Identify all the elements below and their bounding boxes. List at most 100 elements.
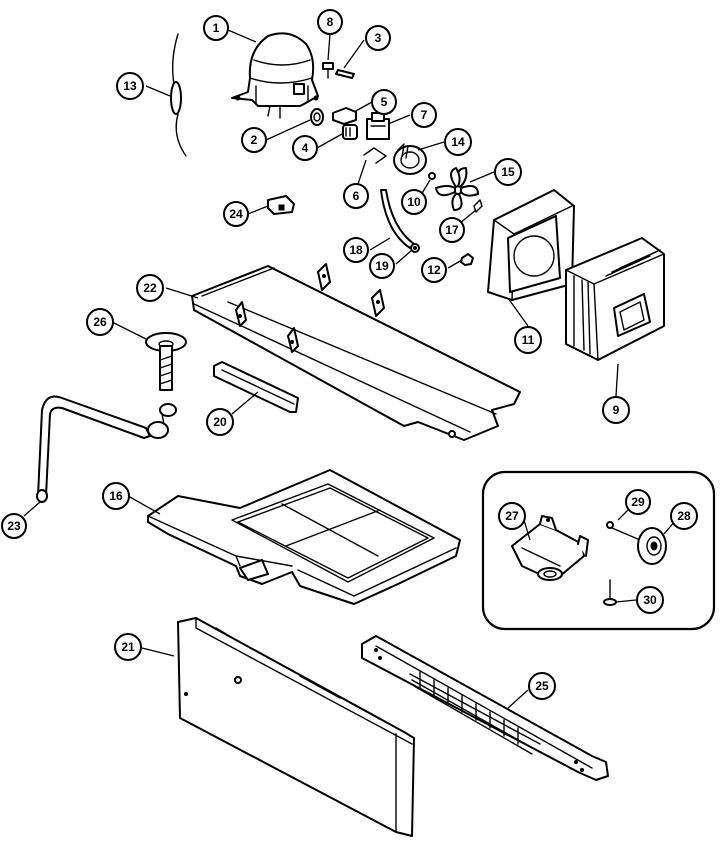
leader-5 bbox=[353, 101, 373, 113]
leader-27 bbox=[523, 519, 531, 541]
leader-13 bbox=[145, 85, 171, 97]
switch-part-24 bbox=[267, 195, 295, 215]
svg-text:23: 23 bbox=[7, 519, 21, 533]
svg-text:16: 16 bbox=[109, 489, 123, 503]
leader-20 bbox=[231, 391, 259, 415]
drain-pan-part bbox=[147, 469, 461, 605]
leader-8 bbox=[327, 33, 331, 61]
svg-text:20: 20 bbox=[213, 415, 227, 429]
nut-part-12 bbox=[460, 253, 474, 266]
fan-shroud-part bbox=[487, 189, 575, 301]
leader-2 bbox=[265, 119, 311, 141]
svg-text:18: 18 bbox=[349, 243, 363, 257]
leader-9 bbox=[615, 363, 619, 397]
fan-blade-part bbox=[435, 167, 479, 211]
damper-control-part bbox=[511, 515, 589, 581]
channel-part-20 bbox=[213, 361, 299, 413]
leader-12 bbox=[447, 259, 463, 269]
svg-text:17: 17 bbox=[445, 223, 459, 237]
kick-panel-part bbox=[177, 617, 415, 837]
svg-text:15: 15 bbox=[501, 165, 515, 179]
callout-16: 16 bbox=[102, 482, 130, 510]
callout-1: 1 bbox=[203, 15, 229, 41]
leader-25 bbox=[507, 689, 529, 709]
leader-23 bbox=[23, 501, 41, 517]
leader-3 bbox=[343, 39, 365, 69]
callout-19: 19 bbox=[369, 253, 395, 279]
screw-part-29 bbox=[606, 521, 641, 541]
leader-30 bbox=[615, 599, 637, 603]
callout-6: 6 bbox=[343, 183, 369, 209]
svg-text:30: 30 bbox=[643, 593, 657, 607]
callout-29: 29 bbox=[625, 489, 651, 515]
pin-part-3 bbox=[335, 69, 355, 79]
callout-4: 4 bbox=[292, 135, 318, 161]
drain-funnel-part bbox=[145, 332, 187, 391]
callout-12: 12 bbox=[421, 257, 447, 283]
callout-8: 8 bbox=[317, 9, 343, 35]
callout-18: 18 bbox=[343, 237, 369, 263]
svg-text:10: 10 bbox=[407, 195, 421, 209]
insulation-block-part bbox=[565, 237, 665, 361]
callout-14: 14 bbox=[444, 128, 472, 156]
svg-text:21: 21 bbox=[121, 640, 135, 654]
svg-text:25: 25 bbox=[535, 679, 549, 693]
callout-26: 26 bbox=[86, 308, 114, 336]
overload-part-4 bbox=[342, 124, 358, 140]
svg-text:28: 28 bbox=[677, 509, 691, 523]
leader-4 bbox=[316, 133, 343, 149]
leader-16 bbox=[127, 495, 161, 515]
base-pan-part bbox=[191, 263, 521, 441]
svg-text:29: 29 bbox=[631, 495, 645, 509]
callout-20: 20 bbox=[206, 408, 234, 436]
compressor-part bbox=[231, 32, 319, 119]
screw-part-8 bbox=[322, 62, 334, 79]
svg-text:4: 4 bbox=[302, 141, 309, 155]
svg-text:19: 19 bbox=[375, 259, 389, 273]
callout-21: 21 bbox=[114, 633, 142, 661]
drier-part bbox=[170, 33, 187, 157]
callout-9: 9 bbox=[602, 396, 630, 424]
svg-text:7: 7 bbox=[421, 108, 428, 122]
svg-text:11: 11 bbox=[522, 333, 535, 347]
leader-1 bbox=[227, 29, 257, 43]
relay-part-7 bbox=[366, 112, 390, 140]
nut-part-19 bbox=[410, 243, 420, 253]
callout-15: 15 bbox=[494, 158, 522, 186]
leader-14 bbox=[417, 141, 445, 151]
callout-2: 2 bbox=[241, 127, 267, 153]
svg-text:24: 24 bbox=[229, 207, 243, 221]
callout-30: 30 bbox=[636, 586, 664, 614]
callout-22: 22 bbox=[136, 274, 164, 302]
clip-part-5 bbox=[332, 107, 357, 125]
svg-text:27: 27 bbox=[505, 509, 519, 523]
grommet-part-2 bbox=[310, 108, 324, 126]
callout-27: 27 bbox=[498, 502, 526, 530]
leader-11 bbox=[507, 297, 529, 327]
knob-part-28 bbox=[637, 527, 667, 565]
leader-15 bbox=[469, 171, 495, 183]
svg-text:6: 6 bbox=[353, 189, 360, 203]
svg-text:22: 22 bbox=[143, 281, 157, 295]
leader-18 bbox=[369, 237, 391, 251]
callout-11: 11 bbox=[514, 326, 542, 354]
svg-text:13: 13 bbox=[123, 79, 137, 93]
leader-24 bbox=[247, 205, 269, 215]
grille-rail-part bbox=[361, 635, 609, 781]
svg-text:14: 14 bbox=[451, 135, 465, 149]
wire-clip-part-6 bbox=[363, 147, 387, 164]
callout-5: 5 bbox=[371, 89, 397, 115]
svg-text:12: 12 bbox=[427, 263, 441, 277]
leader-22 bbox=[165, 287, 199, 299]
callout-17: 17 bbox=[439, 217, 465, 243]
inset-frame bbox=[481, 470, 716, 631]
svg-text:3: 3 bbox=[375, 31, 382, 45]
screw-part-10 bbox=[428, 172, 436, 180]
shaft-part-30 bbox=[603, 579, 617, 606]
svg-text:2: 2 bbox=[251, 133, 258, 147]
leader-26 bbox=[111, 321, 149, 341]
callout-13: 13 bbox=[116, 72, 144, 100]
callout-23: 23 bbox=[1, 513, 27, 539]
leader-21 bbox=[141, 647, 175, 657]
